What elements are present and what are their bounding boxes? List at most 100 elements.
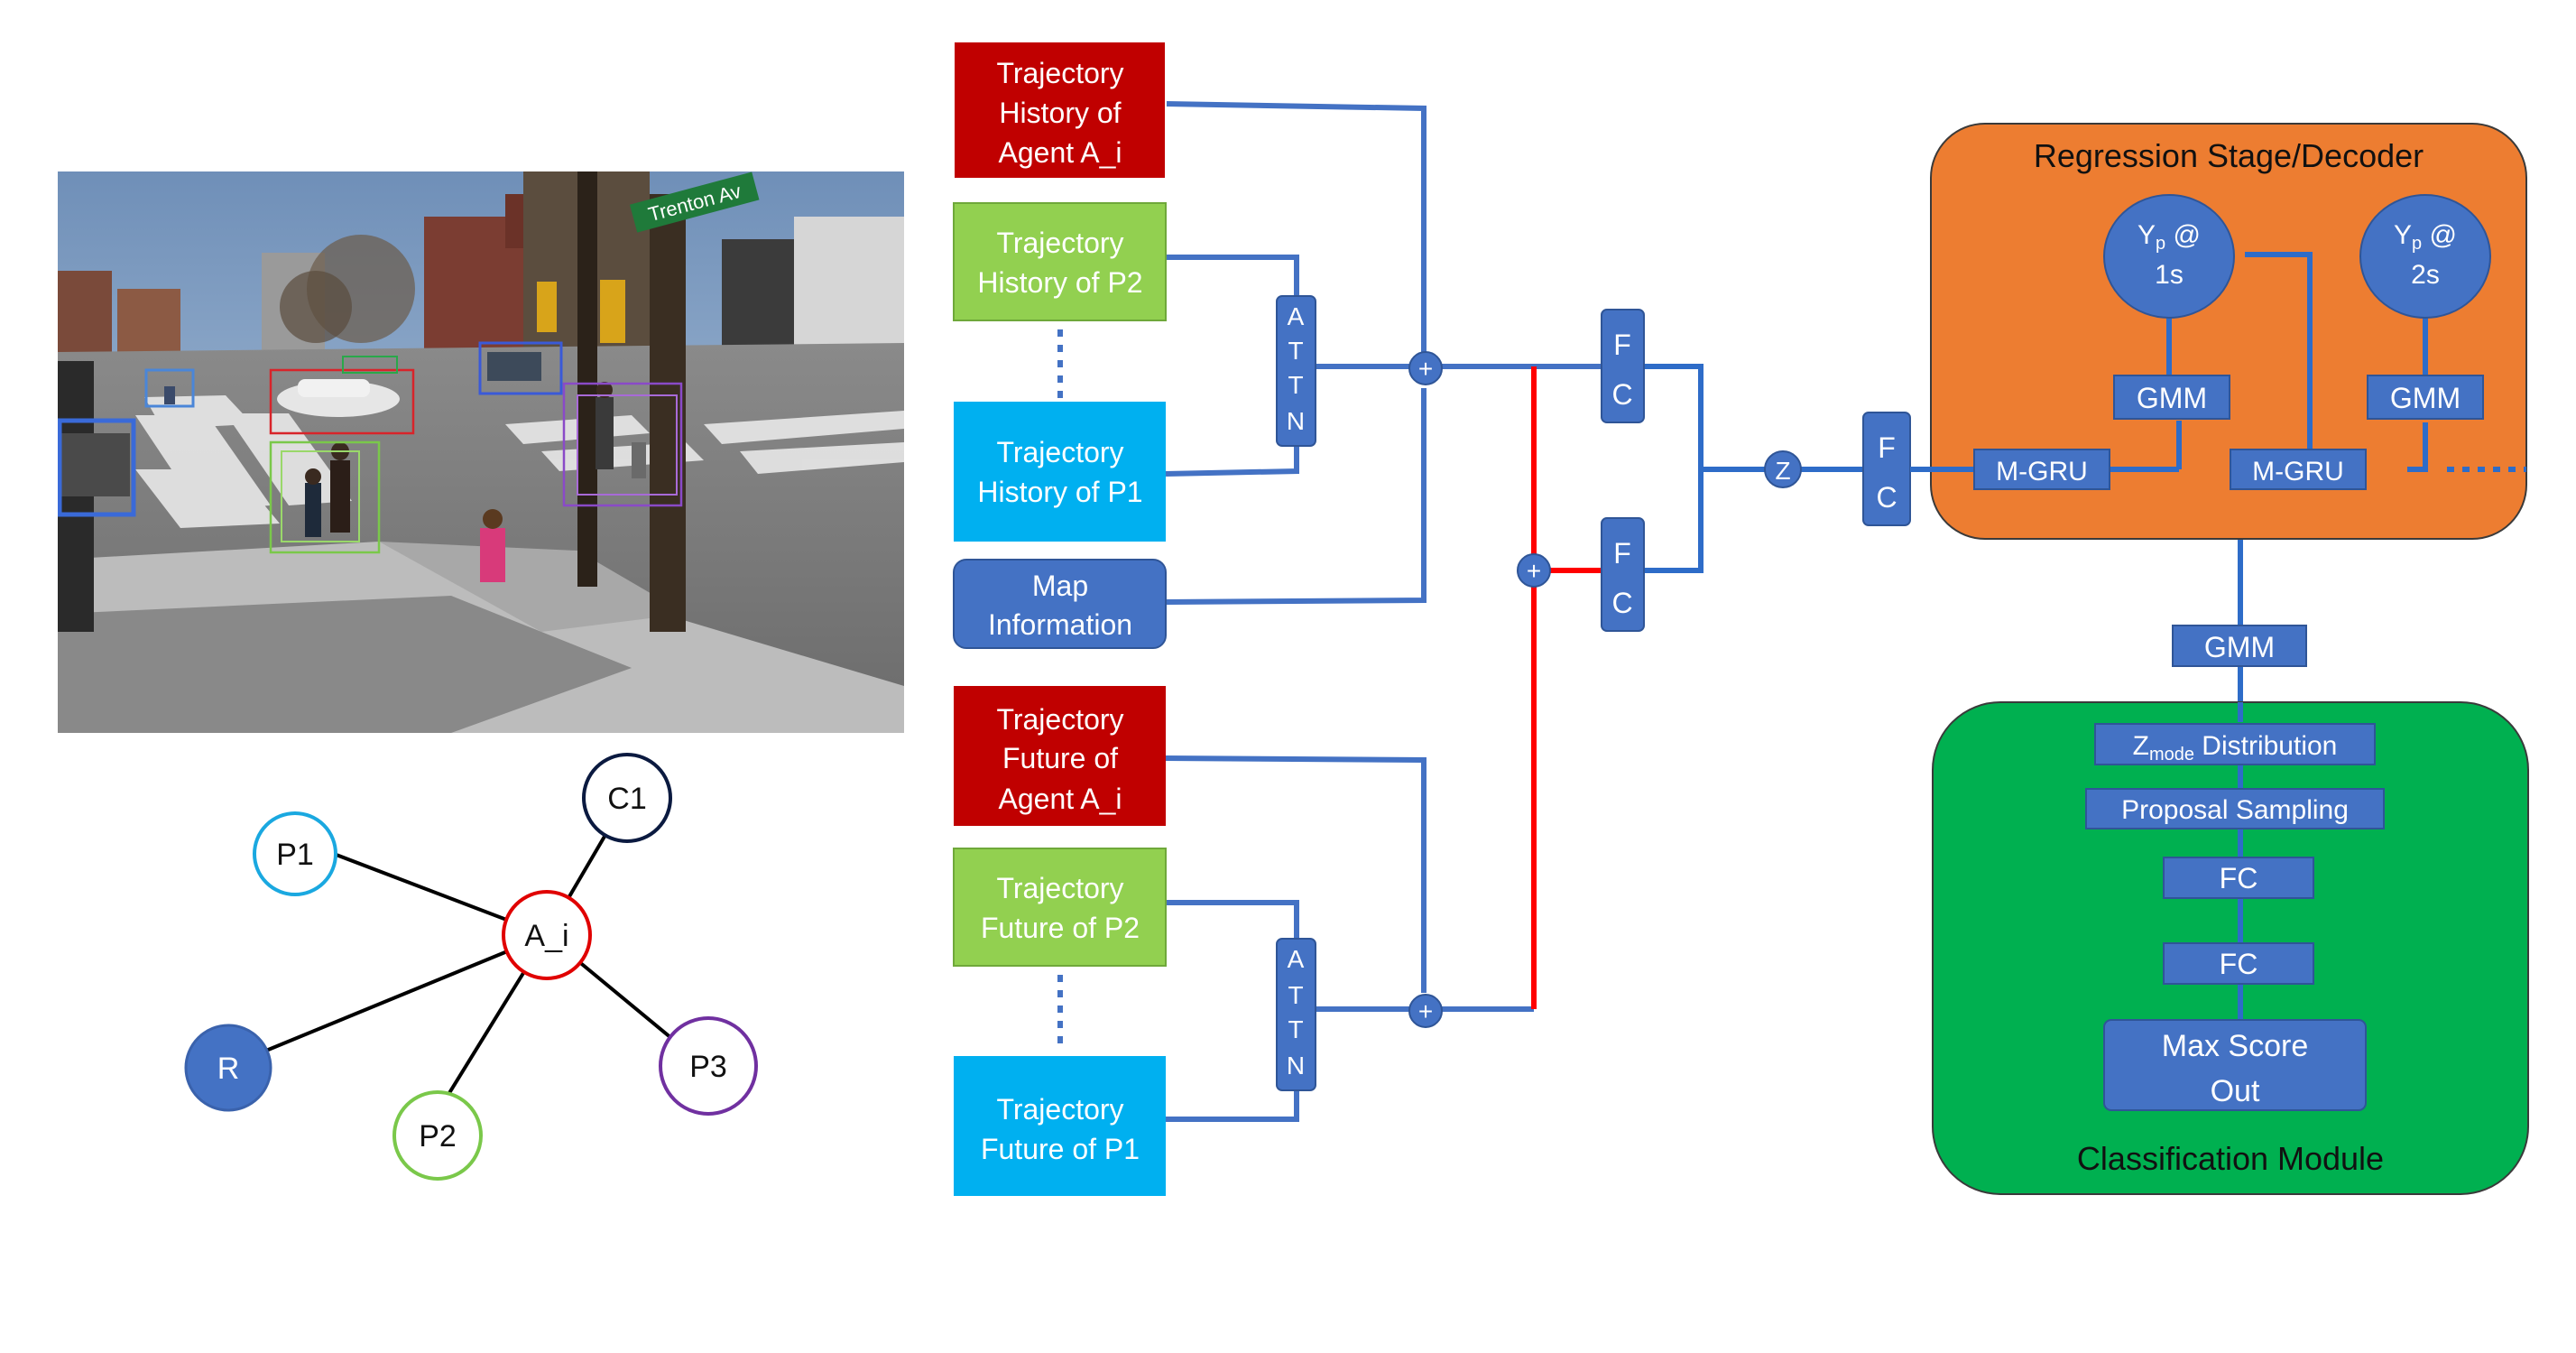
graph-node-p3: P3 xyxy=(659,1016,758,1116)
attn-history-letter-4: N xyxy=(1287,407,1305,435)
sum-node-history: + xyxy=(1408,351,1443,385)
fc-upper-letter-f: F xyxy=(1613,329,1631,361)
graph-node-p2: P2 xyxy=(392,1090,483,1181)
input-future-agent-line3: Agent A_i xyxy=(999,783,1122,815)
graph-node-c1: C1 xyxy=(582,753,672,843)
input-box-history-agent: Trajectory History of Agent A_i xyxy=(953,41,1167,180)
attention-block-future: A T T N xyxy=(1276,938,1316,1091)
fc-lower-letter-f: F xyxy=(1613,537,1631,570)
input-history-agent-line3: Agent A_i xyxy=(999,136,1122,169)
svg-text:Zmode Distribution: Zmode Distribution xyxy=(2133,731,2338,765)
svg-text:Yp @: Yp @ xyxy=(2394,220,2457,254)
gmm-block-2s: GMM xyxy=(2367,375,2484,420)
yp-node-1s: Yp @ 1s xyxy=(2103,194,2235,319)
graph-node-p1: P1 xyxy=(253,811,337,896)
input-box-map: Map Information xyxy=(953,559,1167,649)
attn-history-letter-3: T xyxy=(1288,371,1303,399)
mgru-block-2: M-GRU xyxy=(2230,449,2367,490)
input-box-future-p2: Trajectory Future of P2 xyxy=(953,848,1167,967)
input-box-history-p2: Trajectory History of P2 xyxy=(953,202,1167,321)
max-score-line1: Max Score xyxy=(2162,1029,2309,1063)
graph-node-ai: A_i xyxy=(502,890,592,980)
zmode-sub: mode xyxy=(2149,745,2194,765)
yp2-main: Y xyxy=(2394,220,2412,250)
gmm-2s-label: GMM xyxy=(2390,382,2461,414)
sum-red-symbol: + xyxy=(1527,557,1541,585)
graph-node-p3-label: P3 xyxy=(689,1050,727,1084)
fc-decoder-letter-c: C xyxy=(1876,481,1897,514)
decoder-title: Regression Stage/Decoder xyxy=(2034,137,2424,174)
yp2-sub: p xyxy=(2412,234,2422,254)
input-future-p2-line1: Trajectory xyxy=(996,872,1123,904)
input-history-p2-line2: History of P2 xyxy=(977,266,1142,299)
sum-node-red-path: + xyxy=(1517,553,1551,588)
yp2-rest: @ xyxy=(2422,220,2457,250)
zmode-distribution-block: Zmode Distribution xyxy=(2094,723,2376,765)
max-score-line2: Out xyxy=(2211,1074,2260,1108)
fc-block-lower: F C xyxy=(1601,517,1645,632)
mgru-1-label: M-GRU xyxy=(1996,457,2088,487)
mgru-block-1: M-GRU xyxy=(1973,449,2110,490)
classifier-title: Classification Module xyxy=(2077,1140,2384,1177)
gmm-between-label: GMM xyxy=(2204,631,2275,663)
fc-decoder-letter-f: F xyxy=(1878,431,1896,464)
attn-future-letter-4: N xyxy=(1287,1052,1305,1080)
input-future-p1-line1: Trajectory xyxy=(996,1093,1123,1126)
graph-node-c1-label: C1 xyxy=(607,782,646,816)
attention-block-history: A T T N xyxy=(1276,295,1316,447)
input-future-p1-line2: Future of P1 xyxy=(981,1133,1140,1165)
input-history-agent-line1: Trajectory xyxy=(996,57,1123,89)
classifier-fc-2-label: FC xyxy=(2220,948,2258,980)
attn-future-letter-2: T xyxy=(1288,981,1303,1009)
input-map-line1: Map xyxy=(1032,570,1088,602)
input-future-agent-line1: Trajectory xyxy=(996,703,1123,736)
input-future-p2-line2: Future of P2 xyxy=(981,912,1140,944)
gmm-1s-label: GMM xyxy=(2137,382,2207,414)
svg-text:Yp @: Yp @ xyxy=(2137,220,2201,254)
gmm-block-1s: GMM xyxy=(2113,375,2230,420)
fc-block-to-decoder: F C xyxy=(1862,412,1911,526)
input-box-future-p1: Trajectory Future of P1 xyxy=(954,1056,1166,1196)
yp2-time: 2s xyxy=(2411,260,2440,290)
sum-future-symbol: + xyxy=(1418,997,1433,1025)
fc-lower-letter-c: C xyxy=(1611,587,1632,619)
yp1-rest: @ xyxy=(2165,220,2201,250)
interaction-graph: C1 P1 A_i R P2 P3 xyxy=(184,753,758,1181)
max-score-out-block: Max Score Out xyxy=(2103,1019,2367,1111)
zmode-rest: Distribution xyxy=(2194,731,2337,761)
graph-node-p1-label: P1 xyxy=(276,838,314,872)
input-history-p2-line1: Trajectory xyxy=(996,227,1123,259)
yp-node-2s: Yp @ 2s xyxy=(2359,194,2491,319)
attn-future-letter-3: T xyxy=(1288,1015,1303,1043)
sum-history-symbol: + xyxy=(1418,355,1433,383)
fc-block-upper: F C xyxy=(1601,309,1645,423)
fc-upper-letter-c: C xyxy=(1611,378,1632,411)
sum-node-future: + xyxy=(1408,994,1443,1028)
proposal-sampling-label: Proposal Sampling xyxy=(2121,795,2349,825)
input-history-agent-line2: History of xyxy=(999,97,1121,129)
graph-node-ai-label: A_i xyxy=(524,919,568,953)
yp1-time: 1s xyxy=(2155,260,2184,290)
input-future-agent-line2: Future of xyxy=(1002,742,1118,774)
yp1-main: Y xyxy=(2137,220,2156,250)
graph-node-p2-label: P2 xyxy=(419,1119,457,1154)
street-scene-photo: Trenton Av xyxy=(58,171,904,733)
zmode-main: Z xyxy=(2133,731,2149,761)
attn-history-letter-2: T xyxy=(1288,337,1303,365)
z-latent-node: Z xyxy=(1764,450,1802,488)
proposal-sampling-block: Proposal Sampling xyxy=(2085,788,2385,829)
input-map-line2: Information xyxy=(988,608,1132,641)
yp1-sub: p xyxy=(2156,234,2165,254)
z-latent-label: Z xyxy=(1775,457,1790,485)
input-box-history-p1: Trajectory History of P1 xyxy=(954,402,1166,542)
input-history-p1-line2: History of P1 xyxy=(977,476,1142,508)
classifier-fc-block-2: FC xyxy=(2163,942,2314,985)
gmm-block-between: GMM xyxy=(2172,625,2307,667)
input-box-future-agent: Trajectory Future of Agent A_i xyxy=(954,686,1166,826)
attn-history-letter-1: A xyxy=(1288,302,1305,330)
graph-node-r-label: R xyxy=(217,1052,240,1086)
classifier-fc-block-1: FC xyxy=(2163,857,2314,899)
classifier-fc-1-label: FC xyxy=(2220,862,2258,894)
attn-future-letter-1: A xyxy=(1288,945,1305,973)
